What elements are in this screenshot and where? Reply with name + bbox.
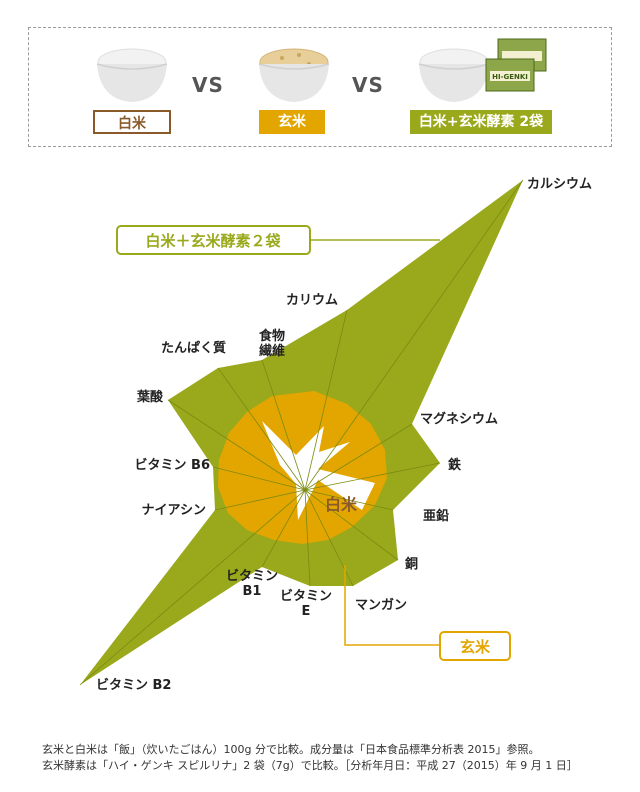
enzyme-callout-label: 白米＋玄米酵素２袋: [145, 232, 281, 250]
axis-label-0: カルシウム: [527, 177, 592, 192]
axis-label-1: マグネシウム: [420, 411, 498, 427]
axis-label-10: ビタミン B6: [135, 457, 210, 473]
footnote-line-2: 玄米酵素は「ハイ・ゲンキ スピルリナ」2 袋（7g）で比較。［分析年月日：平成 …: [42, 759, 578, 772]
vs-text-1: VS: [192, 73, 224, 97]
spoke-7: [261, 489, 306, 568]
spoke-14: [304, 309, 348, 491]
footnote-line-1: 玄米と白米は「飯」（炊いたごはん）100g 分で比較。成分量は「日本食品標準分析…: [42, 743, 540, 756]
axis-label-3: 亜鉛: [423, 508, 449, 524]
spoke-6: [304, 489, 311, 587]
spoke-8: [79, 489, 306, 686]
axis-label-5: マンガン: [355, 598, 407, 613]
axis-label-9: ナイアシン: [142, 503, 206, 518]
brown-rice-bowl-icon: [258, 48, 330, 102]
axis-label-11: 葉酸: [136, 389, 164, 405]
spoke-12: [217, 367, 306, 491]
axis-label-12: たんぱく質: [161, 340, 226, 356]
spoke-9: [214, 489, 306, 511]
brown-rice-callout-label: 玄米: [460, 638, 491, 656]
axis-label-14: カリウム: [286, 293, 338, 308]
spoke-10: [212, 466, 306, 491]
enzyme-callout-box: [116, 225, 311, 255]
brown-rice-tag: 玄米: [259, 110, 325, 134]
axis-label-8: ビタミン B2: [96, 677, 171, 693]
brown-rice-callout-box: [439, 631, 511, 661]
comparison-header: [28, 27, 612, 147]
spoke-11: [167, 399, 306, 491]
enzyme-package-icon: HI-GENKI: [485, 38, 547, 92]
spoke-3: [304, 489, 394, 511]
axis-label-2: 鉄: [448, 457, 461, 473]
spoke-4: [304, 489, 399, 561]
enzyme-rice-bowl-icon: [418, 48, 490, 102]
vs-text-2: VS: [352, 73, 384, 97]
spoke-2: [304, 462, 441, 491]
spoke-0: [304, 179, 524, 491]
enzyme-rice-tag: 白米+玄米酵素 2袋: [410, 110, 552, 134]
white-rice-tag: 白米: [93, 110, 171, 134]
white-rice-inline-label: 白米: [325, 495, 358, 514]
spoke-13: [261, 359, 306, 491]
axis-label-13: 食物繊維: [259, 328, 285, 359]
brown-rice-callout-line: [344, 565, 440, 646]
radar-spokes: [79, 179, 524, 686]
axis-label-4: 銅: [405, 556, 418, 572]
spoke-1: [304, 423, 413, 491]
white-rice-bowl-icon: [96, 48, 168, 102]
package-brand-text: HI-GENKI: [492, 73, 528, 81]
